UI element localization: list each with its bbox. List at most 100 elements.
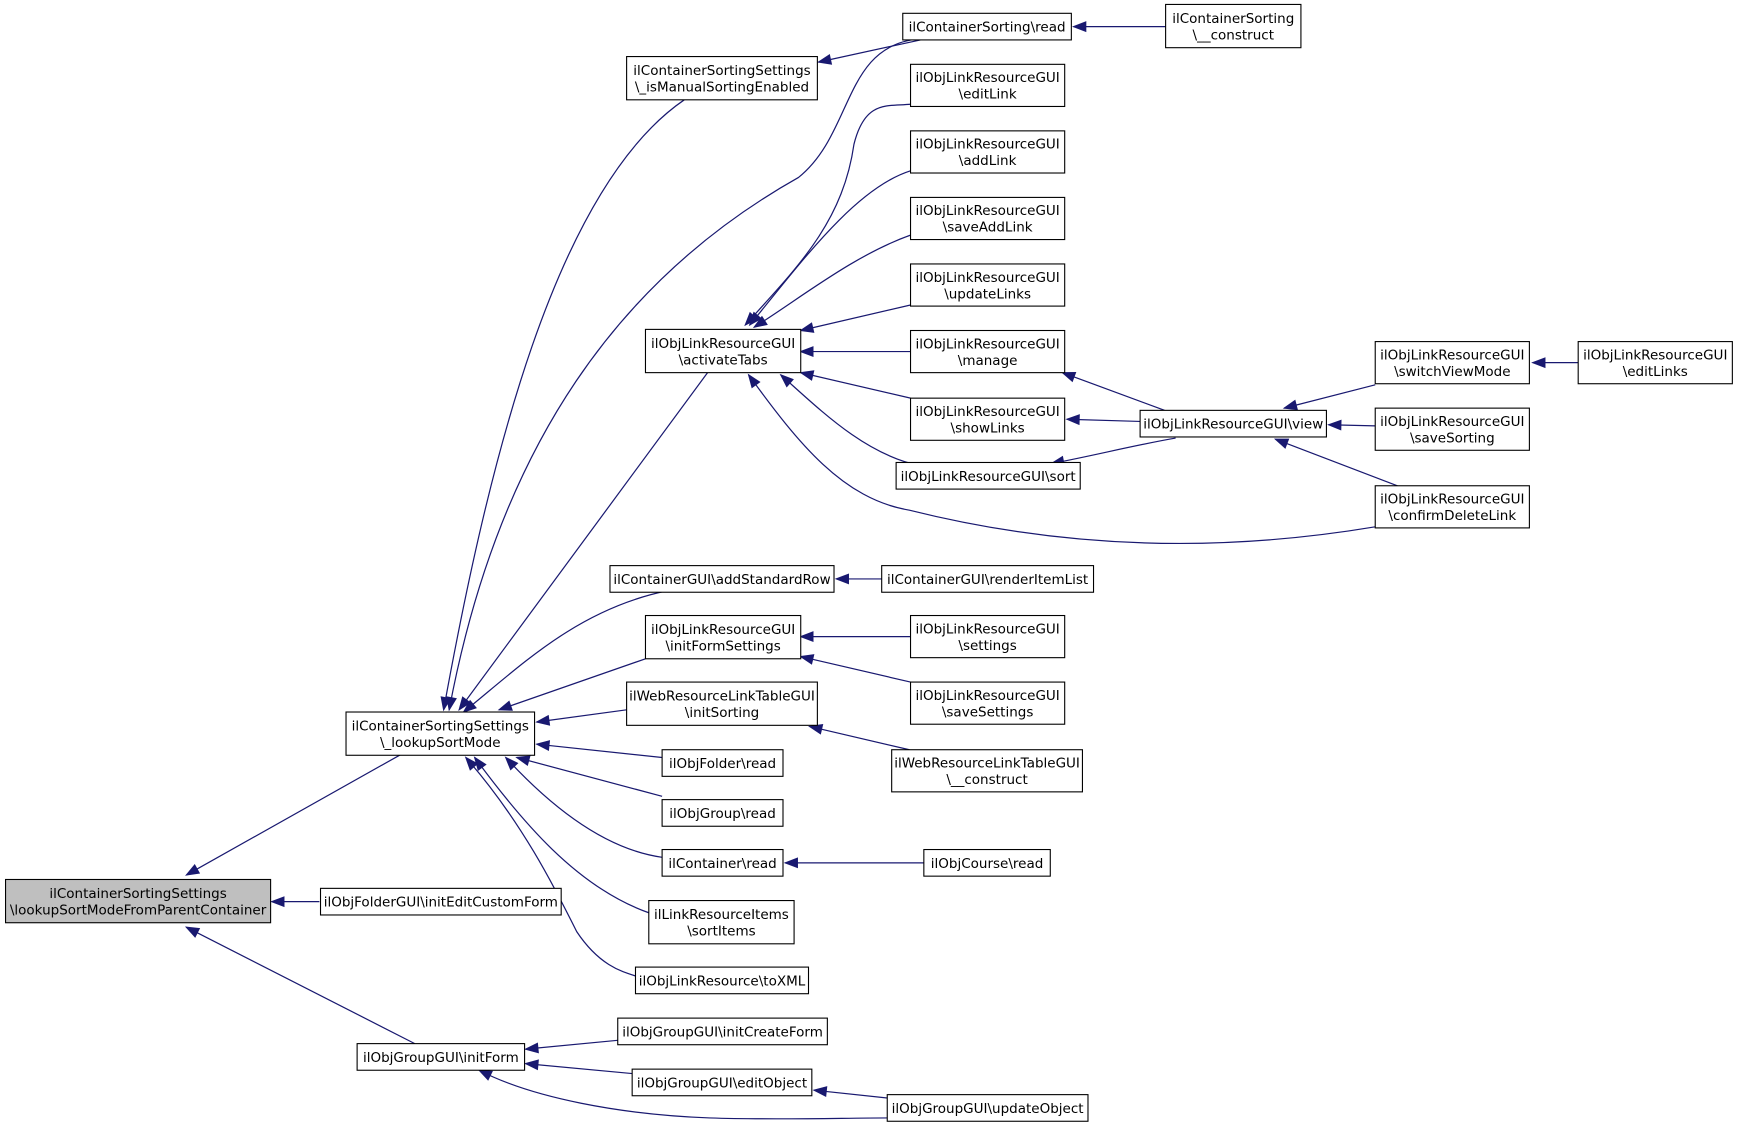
node-set[interactable]: ilObjLinkResourceGUI\settings	[909, 614, 1066, 659]
node-box[interactable]	[644, 328, 802, 374]
node-box[interactable]	[886, 1094, 1089, 1122]
node-cs_construct[interactable]: ilContainerSorting\__construct	[1165, 3, 1302, 49]
node-icf[interactable]: ilObjGroupGUI\initCreateForm	[617, 1017, 828, 1046]
node-sset[interactable]: ilObjLinkResourceGUI\saveSettings	[909, 681, 1066, 725]
node-eo[interactable]: ilObjGroupGUI\editObject	[631, 1068, 813, 1097]
node-box[interactable]	[644, 614, 802, 660]
node-uo[interactable]: ilObjGroupGUI\updateObject	[886, 1094, 1089, 1122]
node-box[interactable]	[661, 848, 784, 877]
node-label: ilObjGroupGUI\updateObject	[892, 1101, 1084, 1117]
node-box[interactable]	[345, 711, 536, 756]
node-label-line: ilObjFolder\read	[669, 756, 776, 772]
node-cs_read[interactable]: ilContainerSorting\read	[902, 12, 1072, 41]
node-box[interactable]	[617, 1017, 828, 1046]
node-box[interactable]	[1139, 409, 1327, 438]
node-ul[interactable]: ilObjLinkResourceGUI\updateLinks	[909, 263, 1066, 307]
node-box[interactable]	[661, 799, 784, 827]
node-label: ilObjLinkResourceGUI\saveSorting	[1380, 414, 1524, 447]
node-el[interactable]: ilObjLinkResourceGUI\editLink	[909, 63, 1066, 108]
nodes-layer: ilContainerSortingSettings\lookupSortMod…	[4, 3, 1733, 1122]
node-box[interactable]	[909, 196, 1066, 241]
edge-line	[1062, 372, 1165, 411]
node-box[interactable]	[631, 1068, 813, 1097]
edge-arrowhead	[799, 346, 814, 358]
node-box[interactable]	[4, 878, 272, 924]
edge-arrowhead	[1061, 371, 1077, 383]
node-box[interactable]	[909, 63, 1066, 108]
node-oc_read[interactable]: ilObjCourse\read	[923, 848, 1051, 877]
node-box[interactable]	[626, 56, 818, 101]
node-els[interactable]: ilObjLinkResourceGUI\editLinks	[1577, 341, 1733, 385]
node-label-line: ilObjGroupGUI\editObject	[637, 1075, 807, 1091]
node-ifs[interactable]: ilObjLinkResourceGUI\initFormSettings	[644, 614, 802, 660]
node-ofgui_icf[interactable]: ilObjFolderGUI\initEditCustomForm	[319, 887, 562, 916]
edge-arrowhead	[1531, 357, 1546, 369]
node-box[interactable]	[909, 329, 1066, 374]
node-ogui_if[interactable]: ilObjGroupGUI\initForm	[356, 1043, 526, 1071]
node-box[interactable]	[356, 1043, 526, 1071]
edge-line	[809, 725, 910, 751]
edge-arrowhead	[515, 755, 531, 767]
node-label-line: ilWebResourceLinkTableGUI	[629, 688, 815, 704]
edge-icf-to-ogui_if	[524, 1039, 618, 1054]
node-svm[interactable]: ilObjLinkResourceGUI\switchViewMode	[1374, 341, 1530, 385]
node-ss[interactable]: ilObjLinkResourceGUI\saveSorting	[1374, 407, 1530, 451]
node-of_read[interactable]: ilObjFolder\read	[661, 749, 784, 777]
node-sort[interactable]: ilObjLinkResourceGUI\sort	[895, 461, 1081, 490]
node-box[interactable]	[661, 749, 784, 777]
node-box[interactable]	[1374, 485, 1530, 529]
node-box[interactable]	[1374, 407, 1530, 451]
node-label-line: ilObjGroupGUI\initForm	[363, 1050, 519, 1066]
node-box[interactable]	[902, 12, 1072, 41]
node-box[interactable]	[634, 966, 810, 995]
node-view[interactable]: ilObjLinkResourceGUI\view	[1139, 409, 1327, 438]
node-c_read[interactable]: ilContainer\read	[661, 848, 784, 877]
node-label: ilObjGroup\read	[669, 806, 776, 822]
node-box[interactable]	[319, 887, 562, 916]
node-asr[interactable]: ilContainerGUI\addStandardRow	[609, 565, 835, 593]
node-mg[interactable]: ilObjLinkResourceGUI\manage	[909, 329, 1066, 374]
node-box[interactable]	[909, 614, 1066, 659]
node-label-line: ilObjLinkResourceGUI	[915, 688, 1059, 704]
node-label-line: ilContainerGUI\addStandardRow	[613, 572, 830, 588]
node-sl[interactable]: ilObjLinkResourceGUI\showLinks	[909, 397, 1066, 441]
node-box[interactable]	[881, 565, 1095, 593]
edge-line	[505, 757, 663, 858]
node-lri[interactable]: ilLinkResourceItems\sortItems	[648, 900, 795, 945]
edge-arrowhead	[535, 740, 551, 751]
node-label: ilWebResourceLinkTableGUI\initSorting	[629, 688, 815, 721]
node-box[interactable]	[895, 461, 1081, 490]
node-ism[interactable]: ilContainerSortingSettings\_isManualSort…	[626, 56, 818, 101]
node-cdl[interactable]: ilObjLinkResourceGUI\confirmDeleteLink	[1374, 485, 1530, 529]
node-root[interactable]: ilContainerSortingSettings\lookupSortMod…	[4, 878, 272, 924]
node-xml[interactable]: ilObjLinkResource\toXML	[634, 966, 810, 995]
node-box[interactable]	[923, 848, 1051, 877]
node-box[interactable]	[891, 749, 1083, 793]
node-box[interactable]	[909, 130, 1066, 174]
node-al[interactable]: ilObjLinkResourceGUI\addLink	[909, 130, 1066, 174]
node-label: ilObjLinkResourceGUI\updateLinks	[915, 270, 1059, 303]
node-box[interactable]	[1374, 341, 1530, 385]
node-box[interactable]	[609, 565, 835, 593]
node-box[interactable]	[1165, 3, 1302, 49]
node-box[interactable]	[648, 900, 795, 945]
node-box[interactable]	[626, 681, 818, 726]
node-box[interactable]	[909, 397, 1066, 441]
node-wcon[interactable]: ilWebResourceLinkTableGUI\__construct	[891, 749, 1083, 793]
node-label-line: ilContainerSorting	[1172, 11, 1294, 27]
node-box[interactable]	[909, 681, 1066, 725]
node-box[interactable]	[1577, 341, 1733, 385]
node-og_read[interactable]: ilObjGroup\read	[661, 799, 784, 827]
node-lsm[interactable]: ilContainerSortingSettings\_lookupSortMo…	[345, 711, 536, 756]
node-box[interactable]	[909, 263, 1066, 307]
node-label-line: ilContainerSortingSettings	[49, 886, 226, 902]
node-label-line: ilContainer\read	[668, 856, 776, 872]
node-label: ilObjGroupGUI\editObject	[637, 1075, 807, 1091]
node-wis[interactable]: ilWebResourceLinkTableGUI\initSorting	[626, 681, 818, 726]
edge-wcon-to-wis	[808, 724, 910, 751]
node-at[interactable]: ilObjLinkResourceGUI\activateTabs	[644, 328, 802, 374]
node-label-line: ilObjLinkResourceGUI	[1380, 414, 1524, 430]
node-label: ilContainer\read	[668, 856, 776, 872]
node-sal[interactable]: ilObjLinkResourceGUI\saveAddLink	[909, 196, 1066, 241]
node-ril[interactable]: ilContainerGUI\renderItemList	[881, 565, 1095, 593]
